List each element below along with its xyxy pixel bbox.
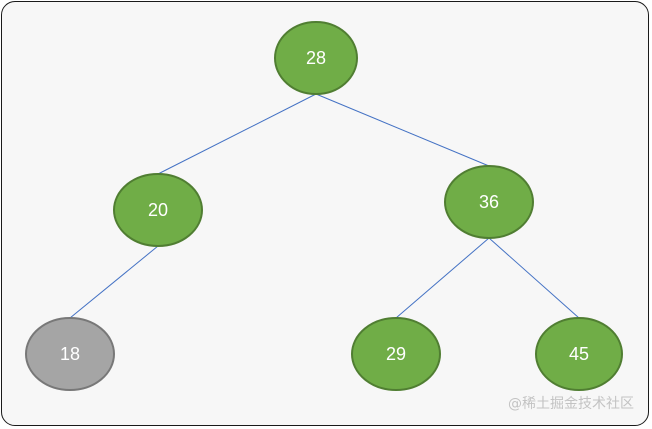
edge-20-18 [69, 245, 159, 319]
edge-28-20 [157, 93, 317, 175]
node-label: 36 [479, 192, 499, 212]
node-circle [113, 173, 203, 247]
node-circle [351, 317, 441, 391]
nodes-layer: 28 20 36 18 29 45 [25, 21, 623, 391]
node-circle [535, 317, 623, 391]
tree-node-20: 20 [113, 173, 203, 247]
edges-layer [69, 93, 580, 319]
tree-node-36: 36 [444, 165, 534, 239]
node-label: 28 [306, 48, 326, 68]
edge-28-36 [315, 93, 490, 167]
node-circle [25, 317, 115, 391]
node-label: 18 [60, 344, 80, 364]
edge-36-29 [395, 237, 490, 319]
node-circle [274, 21, 358, 95]
node-label: 29 [386, 344, 406, 364]
node-label: 45 [569, 344, 589, 364]
tree-node-45: 45 [535, 317, 623, 391]
watermark: @稀土掘金技术社区 [508, 396, 634, 412]
tree-node-18: 18 [25, 317, 115, 391]
node-label: 20 [148, 200, 168, 220]
node-circle [444, 165, 534, 239]
edge-36-45 [488, 237, 580, 319]
tree-node-28: 28 [274, 21, 358, 95]
tree-node-29: 29 [351, 317, 441, 391]
